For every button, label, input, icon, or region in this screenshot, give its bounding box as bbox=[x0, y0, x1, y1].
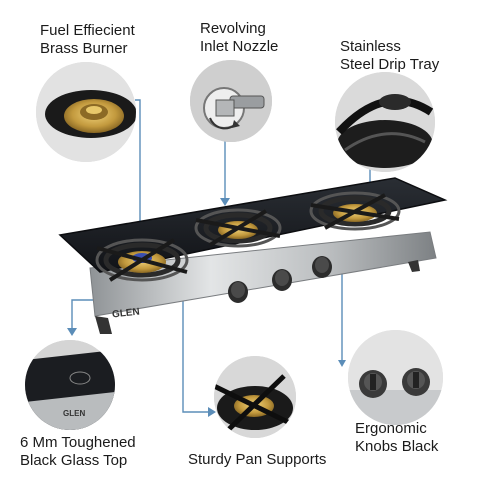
nozzle-arrow-icon bbox=[220, 198, 230, 206]
knobs-image bbox=[348, 330, 443, 425]
knob-left-icon bbox=[228, 281, 248, 303]
tray-label-line2: Steel Drip Tray bbox=[340, 56, 440, 73]
stove-foot-right bbox=[408, 260, 420, 272]
knobs-label-line2: Knobs Black bbox=[355, 438, 439, 455]
glass-label-line1: 6 Mm Toughened bbox=[20, 434, 136, 451]
svg-text:GLEN: GLEN bbox=[63, 409, 85, 418]
burner-label-line2: Brass Burner bbox=[40, 40, 128, 57]
supports-arrow-icon bbox=[208, 407, 216, 417]
glass-arrow-icon bbox=[67, 328, 77, 336]
detail-knobs bbox=[348, 330, 443, 425]
supports-callout-line bbox=[182, 295, 212, 413]
knobs-arrow-icon bbox=[338, 360, 346, 367]
detail-drip-tray bbox=[335, 72, 435, 172]
drip-tray-image bbox=[335, 72, 435, 172]
detail-glass-top: GLEN bbox=[25, 340, 115, 430]
detail-inlet-nozzle bbox=[190, 60, 272, 142]
stove-foot-left bbox=[95, 316, 112, 334]
detail-pan-supports bbox=[214, 356, 296, 438]
feature-label-tray: Stainless Steel Drip Tray bbox=[340, 38, 439, 74]
pan-supports-image bbox=[214, 356, 296, 438]
feature-label-nozzle: Revolving Inlet Nozzle bbox=[200, 20, 278, 56]
nozzle-label-line2: Inlet Nozzle bbox=[200, 38, 279, 55]
burner-left bbox=[95, 238, 189, 282]
knob-right-icon bbox=[312, 256, 332, 278]
supports-label-line1: Sturdy Pan Supports bbox=[188, 451, 327, 468]
burner-callout-line bbox=[135, 99, 141, 252]
glass-top-image: GLEN bbox=[25, 340, 115, 430]
glass-label-line2: Black Glass Top bbox=[20, 452, 128, 469]
knob-center-icon bbox=[272, 269, 292, 291]
glass-callout-line bbox=[71, 299, 98, 330]
tray-label-line1: Stainless bbox=[340, 38, 401, 55]
burner-label-line1: Fuel Effiecient bbox=[40, 22, 135, 39]
feature-label-supports: Sturdy Pan Supports bbox=[188, 451, 326, 469]
burner-center bbox=[194, 208, 282, 248]
feature-label-burner: Fuel Effiecient Brass Burner bbox=[40, 22, 135, 58]
brass-burner-image bbox=[36, 62, 136, 162]
detail-brass-burner bbox=[36, 62, 136, 162]
steel-body bbox=[89, 231, 437, 317]
feature-label-glass: 6 Mm Toughened Black Glass Top bbox=[20, 434, 136, 470]
nozzle-label-line1: Revolving bbox=[200, 20, 266, 37]
inlet-nozzle-image bbox=[190, 60, 272, 142]
burner-right bbox=[309, 191, 401, 231]
